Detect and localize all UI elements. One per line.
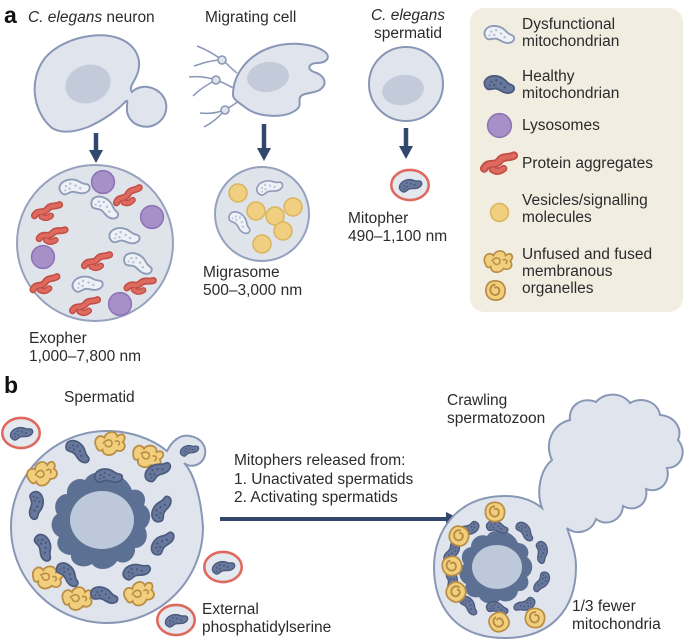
mitopher bbox=[2, 418, 39, 448]
spermatozoon-nucleus-center bbox=[472, 545, 522, 589]
spermatid-title-a-line2: spermatid bbox=[373, 24, 443, 42]
crawling-spermatozoon bbox=[432, 393, 684, 640]
mitopher-name: Mitopher bbox=[348, 210, 409, 227]
fewer-mitochondria-line2: mitochondria bbox=[572, 615, 661, 633]
legend-item-label: Dysfunctional mitochondrian bbox=[522, 16, 620, 50]
fiber-vesicle bbox=[211, 75, 221, 85]
fewer-mitochondria-line1: 1/3 fewer bbox=[572, 598, 636, 615]
arrow-right bbox=[220, 512, 460, 526]
exopher-size: 1,000–7,800 nm bbox=[29, 347, 142, 365]
arrow-down-migrating-cell bbox=[257, 124, 271, 161]
migrasome-size: 500–3,000 nm bbox=[203, 281, 303, 299]
neuron-title-rest: neuron bbox=[102, 9, 155, 26]
legend-item: Unfused and fused membranous organelles bbox=[476, 246, 674, 304]
vesicle-icon bbox=[476, 202, 522, 223]
external-ps-line1: External bbox=[202, 601, 259, 618]
legend-item-label: Healthy mitochondrian bbox=[522, 68, 620, 102]
fiber-vesicle bbox=[220, 105, 230, 115]
spermatid-cell-a bbox=[368, 46, 444, 122]
neuron-nucleus bbox=[65, 64, 111, 104]
migrating-cell-nucleus bbox=[247, 61, 289, 93]
spermatid-cell-b bbox=[9, 429, 207, 625]
mitopher-label: Mitopher 490–1,100 nm bbox=[348, 210, 447, 245]
migrating-cell bbox=[188, 42, 329, 128]
neuron-title: C. elegans neuron bbox=[28, 9, 155, 27]
migrating-cell-title: Migrating cell bbox=[205, 9, 297, 26]
legend-item-label: Unfused and fused membranous organelles bbox=[522, 246, 653, 297]
neuron-title-species: C. elegans bbox=[28, 9, 103, 26]
mitopher bbox=[157, 605, 194, 635]
dysfunctional-mitochondrion-icon bbox=[476, 24, 522, 45]
legend-item-label: Lysosomes bbox=[522, 117, 600, 134]
arrow-down-neuron bbox=[89, 133, 103, 163]
protein-aggregate-icon bbox=[476, 150, 522, 176]
legend-item-label: Protein aggregates bbox=[522, 155, 653, 172]
legend-item: Dysfunctional mitochondrian bbox=[476, 16, 674, 50]
legend-item: Protein aggregates bbox=[476, 153, 674, 176]
exopher bbox=[16, 164, 174, 322]
legend-item: Vesicles/signalling molecules bbox=[476, 192, 674, 226]
migrasome-name: Migrasome bbox=[203, 264, 280, 281]
legend-item-label: Vesicles/signalling molecules bbox=[522, 192, 648, 226]
mitopher bbox=[391, 170, 428, 200]
spermatid-a-nucleus bbox=[382, 74, 424, 106]
exopher-name: Exopher bbox=[29, 330, 87, 347]
mitopher-size: 490–1,100 nm bbox=[348, 227, 448, 245]
lysosome-icon bbox=[476, 112, 522, 139]
spermatid-b-nucleus-center bbox=[70, 491, 134, 549]
migrasome-label: Migrasome 500–3,000 nm bbox=[203, 264, 302, 299]
retraction-fibers bbox=[188, 45, 240, 128]
panel-b-label: b bbox=[4, 372, 19, 398]
fewer-mitochondria-label: 1/3 fewer mitochondria bbox=[572, 598, 661, 633]
spermatozoon-title: Crawling spermatozoon bbox=[447, 392, 545, 427]
spermatid-title-a-species: C. elegans bbox=[370, 7, 446, 24]
arrow-down-spermatid bbox=[399, 128, 413, 159]
legend-item: Healthy mitochondrian bbox=[476, 68, 674, 102]
neuron-cell bbox=[33, 34, 168, 133]
external-ps-label: External phosphatidylserine bbox=[202, 601, 331, 636]
panel-a-label: a bbox=[4, 2, 17, 28]
spermatozoon-title-line2: spermatozoon bbox=[447, 409, 546, 427]
fiber-vesicle bbox=[217, 55, 227, 65]
migrasome bbox=[214, 166, 310, 262]
external-ps-line2: phosphatidylserine bbox=[202, 618, 332, 636]
caption-line-3: 2. Activating spermatids bbox=[234, 489, 398, 506]
legend-item: Lysosomes bbox=[476, 112, 674, 139]
spermatid-title-b: Spermatid bbox=[64, 389, 135, 406]
exopher-label: Exopher 1,000–7,800 nm bbox=[29, 330, 141, 365]
caption-line-1: Mitophers released from: bbox=[234, 452, 406, 469]
mitopher-release-caption: Mitophers released from: 1. Unactivated … bbox=[234, 452, 413, 508]
legend-box: Dysfunctional mitochondrian Healthy mito… bbox=[470, 8, 683, 312]
spermatozoon-title-line1: Crawling bbox=[447, 392, 508, 409]
mitopher bbox=[204, 552, 241, 582]
healthy-mitochondrion-icon bbox=[476, 74, 522, 95]
caption-line-2: 1. Unactivated spermatids bbox=[234, 470, 414, 488]
spermatid-title-a: C. elegans spermatid bbox=[350, 7, 466, 42]
membranous-organelles-icon bbox=[476, 248, 522, 304]
